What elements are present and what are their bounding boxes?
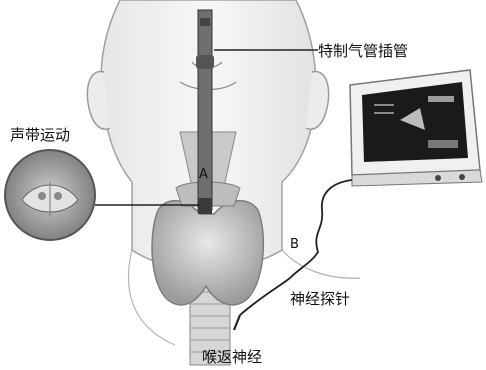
point-a-label: A	[199, 167, 208, 182]
endotracheal-tube	[196, 10, 214, 214]
nerve-monitor	[350, 70, 482, 186]
probe-tip	[234, 315, 240, 330]
nerve-label: 喉返神经	[202, 348, 262, 366]
point-b-label: B	[290, 237, 299, 252]
probe-label: 神经探针	[290, 290, 350, 308]
vocal-cord-view	[5, 150, 95, 240]
tube-label: 特制气管插管	[318, 42, 408, 60]
vocal-cord-label: 声带运动	[10, 126, 70, 144]
